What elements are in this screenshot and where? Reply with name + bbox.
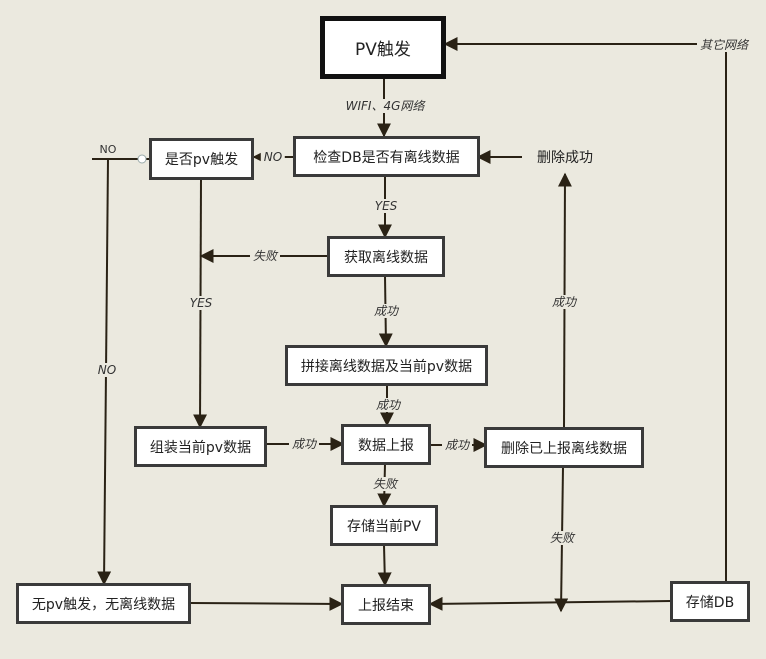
- label-yes-check: YES: [371, 199, 401, 213]
- node-delete-success[interactable]: 删除成功: [537, 150, 593, 166]
- node-is-pv-trigger[interactable]: 是否pv触发: [149, 138, 254, 180]
- edge-storedb-to-end: [428, 596, 672, 611]
- label-success-concat: 成功: [372, 398, 404, 412]
- label-other-network: 其它网络: [696, 38, 752, 52]
- edge-storepv-to-end: [377, 544, 392, 587]
- label-wifi-4g: WIFI、4G网络: [342, 99, 428, 113]
- node-delete-reported[interactable]: 删除已上报离线数据: [484, 427, 644, 468]
- edge-notrigger-to-end: [189, 596, 344, 611]
- label-success-assemble: 成功: [288, 437, 320, 451]
- label-fail-report: 失败: [369, 477, 401, 491]
- label-no-check: NO: [260, 150, 286, 164]
- label-success-report: 成功: [441, 438, 473, 452]
- node-no-trigger[interactable]: 无pv触发，无离线数据: [16, 583, 191, 624]
- node-pv-trigger[interactable]: PV触发: [320, 16, 446, 79]
- label-fail-get: 失败: [249, 249, 281, 263]
- edge-storedb-to-pvtrigger: [443, 37, 727, 582]
- node-get-offline[interactable]: 获取离线数据: [327, 236, 445, 277]
- node-concat-data[interactable]: 拼接离线数据及当前pv数据: [285, 345, 488, 386]
- label-no-left: NO: [94, 363, 120, 377]
- label-success-delete: 成功: [548, 295, 580, 309]
- label-fail-delete: 失败: [546, 531, 578, 545]
- label-yes-pv: YES: [186, 296, 216, 310]
- node-store-db[interactable]: 存储DB: [670, 581, 750, 622]
- label-success-get: 成功: [370, 304, 402, 318]
- label-no-top: NO: [99, 143, 117, 156]
- connector-dot: [137, 154, 147, 164]
- node-check-db[interactable]: 检查DB是否有离线数据: [293, 136, 480, 177]
- node-report[interactable]: 数据上报: [341, 424, 431, 465]
- node-report-end[interactable]: 上报结束: [341, 584, 431, 625]
- node-store-pv[interactable]: 存储当前PV: [330, 505, 438, 546]
- node-assemble-pv[interactable]: 组装当前pv数据: [134, 426, 267, 467]
